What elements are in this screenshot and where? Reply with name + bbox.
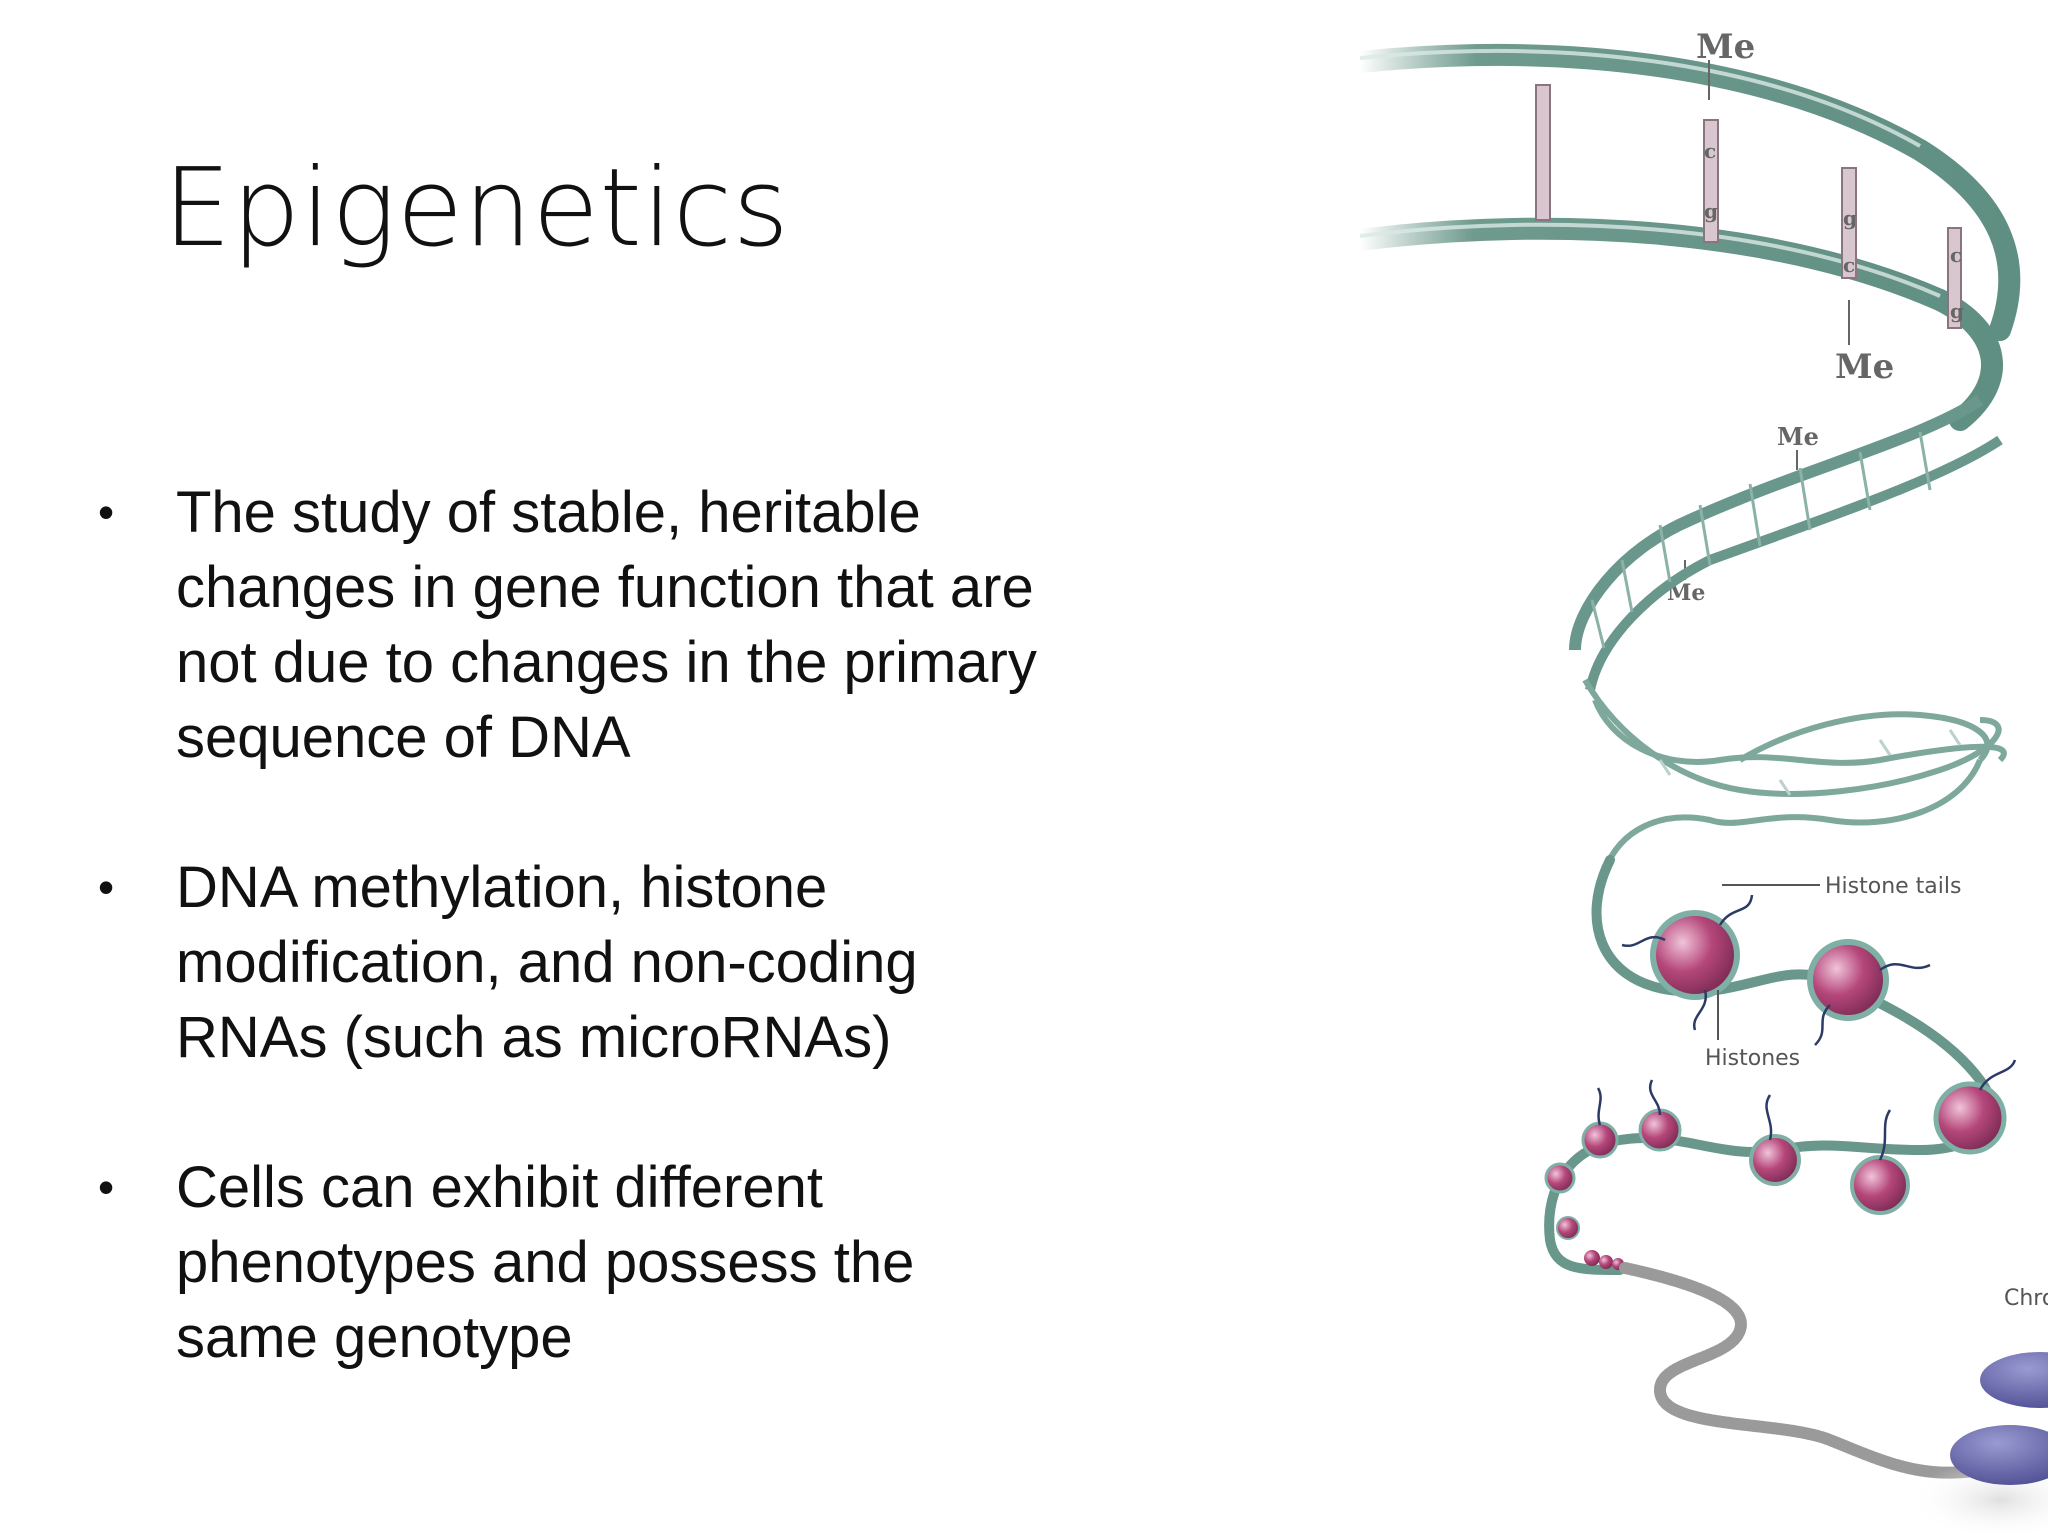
bullet-dot: • xyxy=(98,861,115,913)
base-g-label: g xyxy=(1704,199,1718,223)
methyl-label: Me xyxy=(1696,27,1755,67)
methyl-label: Me xyxy=(1835,347,1894,387)
histone-tails-label: Histone tails xyxy=(1825,874,1961,899)
histone-octamers xyxy=(1544,910,2007,1270)
chromosome-arm xyxy=(1980,1352,2048,1408)
bullet-dot: • xyxy=(98,1161,115,1213)
dna-strand-outer xyxy=(1360,44,2021,341)
bullet-list: • The study of stable, heritable changes… xyxy=(98,475,1038,1450)
epigenetics-illustration: Me Me Me Me c g g c c g xyxy=(1360,0,2048,1536)
bullet-item: • DNA methylation, histone modification,… xyxy=(98,850,1038,1075)
bullet-item: • The study of stable, heritable changes… xyxy=(98,475,1038,775)
base-g-label: g xyxy=(1843,206,1857,230)
base-c-label: c xyxy=(1843,253,1855,277)
bullet-text: Cells can exhibit different phenotypes a… xyxy=(176,1155,915,1370)
chromosome-arm xyxy=(1950,1425,2048,1485)
base-c-label: c xyxy=(1950,243,1962,267)
dna-chromatin-diagram: Me Me Me Me c g g c c g xyxy=(1360,27,2048,1536)
slide-title: Epigenetics xyxy=(163,146,790,271)
bullet-item: • Cells can exhibit different phenotypes… xyxy=(98,1150,1038,1375)
bullet-text: DNA methylation, histone modification, a… xyxy=(176,855,918,1070)
chromosome-label: Chro xyxy=(2004,1286,2048,1311)
double-helix xyxy=(1582,678,2007,872)
histones-label: Histones xyxy=(1705,1046,1800,1071)
chromatin-fiber xyxy=(1619,1262,1986,1479)
bullet-text: The study of stable, heritable changes i… xyxy=(176,480,1037,770)
methyl-label: Me xyxy=(1777,422,1819,451)
base-c-label: c xyxy=(1704,139,1716,163)
histone-tails xyxy=(1596,894,2017,1161)
bullet-dot: • xyxy=(98,486,115,538)
base-g-label: g xyxy=(1950,299,1964,323)
dna-strand-inner xyxy=(1360,217,2003,431)
dna-base-pair-rungs xyxy=(1535,84,1962,329)
